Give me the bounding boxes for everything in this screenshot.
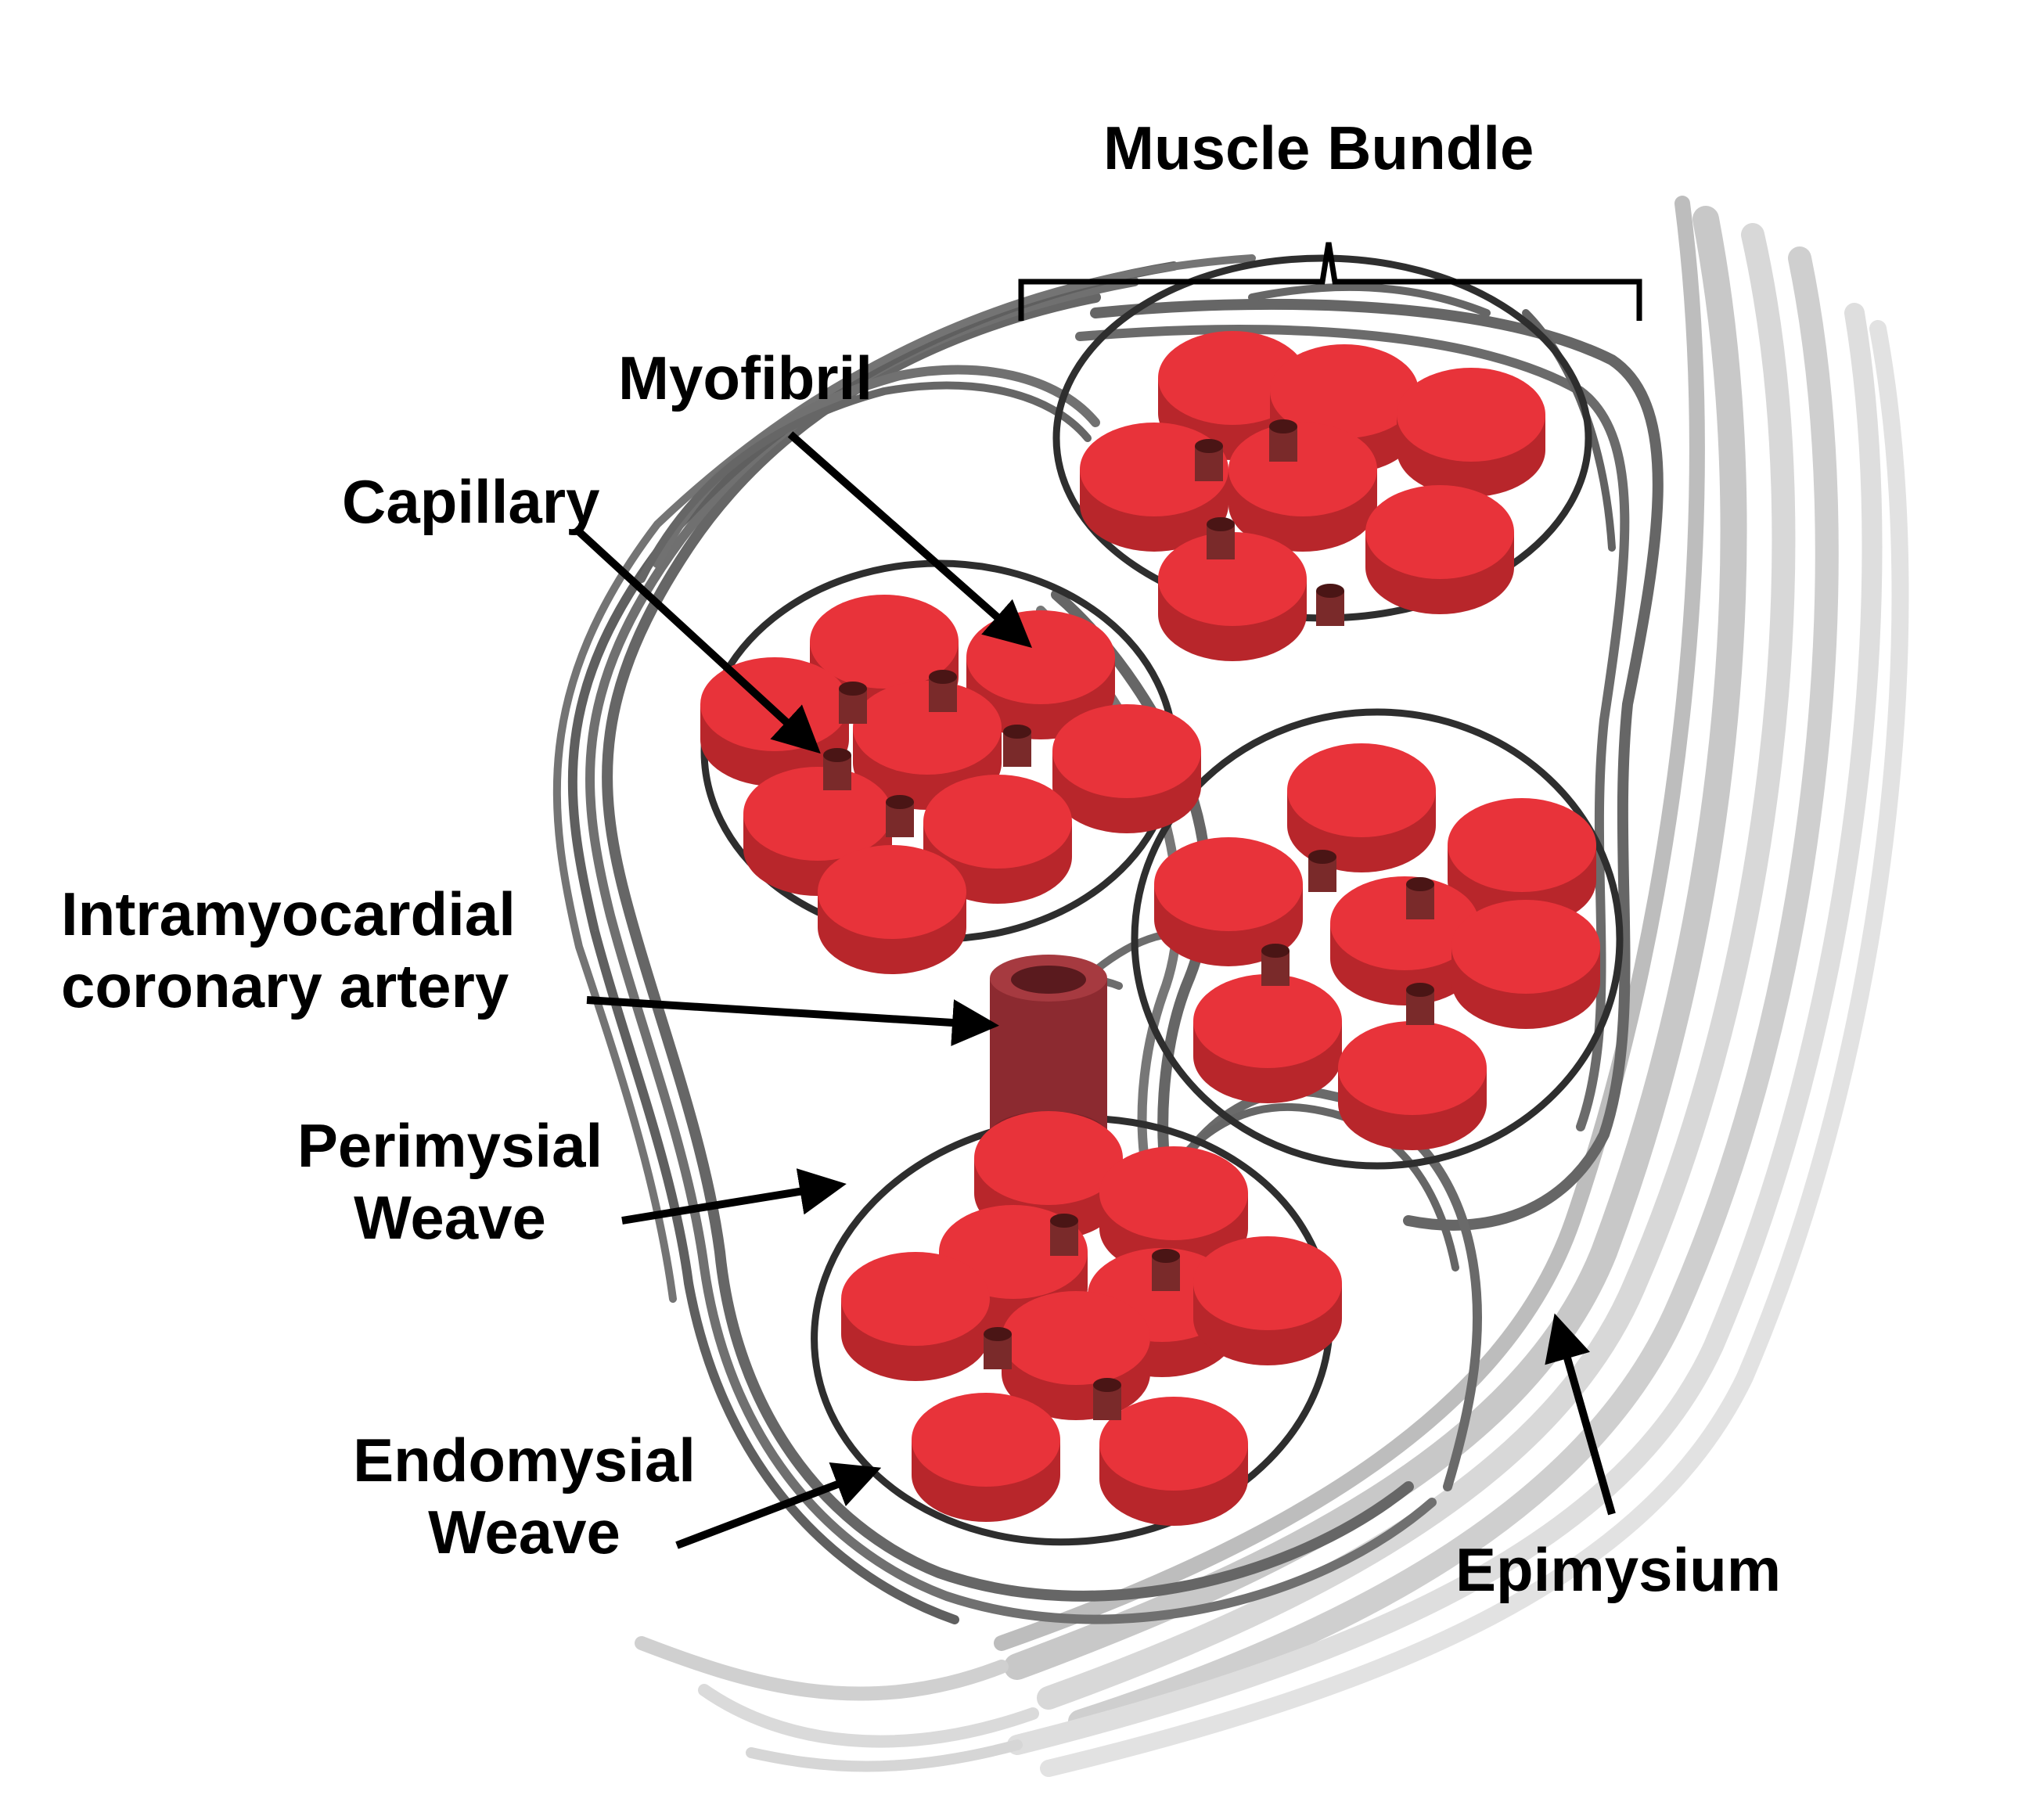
capillary-tube [1406,983,1434,1025]
capillary-tube [1093,1378,1121,1420]
artery-arrow [586,996,999,1046]
epimysium-label: Epimysium [1455,1535,1782,1604]
myofibril-cylinder [818,845,966,974]
myofibril-cylinder [1193,1236,1342,1365]
myofibril-cylinder [1330,876,1479,1005]
muscle-bundle-label: Muscle Bundle [1103,113,1534,182]
perimysial-label-line1: Perimysial [297,1111,603,1180]
myofibril-cylinder [841,1252,990,1381]
epimysium-arrow [1545,1313,1616,1516]
capillary-tube [984,1327,1012,1369]
capillary-tube [1269,419,1297,462]
capillaries [823,419,1434,1420]
capillary-tube [1406,877,1434,919]
myofibril-cylinder [1397,368,1545,497]
capillary-tube [886,795,914,837]
capillary-tube [823,748,851,790]
artery-label: Intramyocardial coronary artery [61,878,516,1022]
endomysial-weave-label: Endomysial Weave [321,1424,728,1568]
perimysial-weave-label: Perimysial Weave [278,1110,622,1253]
myofibril-cylinder [1158,532,1307,661]
capillary-tube [1050,1214,1078,1256]
endomysial-label-line1: Endomysial [353,1426,696,1494]
capillary-tube [1308,850,1336,892]
perimysial-label-line2: Weave [354,1183,546,1252]
capillary-tube [1207,517,1235,559]
capillary-tube [1261,944,1290,986]
myofibril-cylinder [1052,704,1201,833]
myofibril-cylinder [1451,900,1600,1029]
myofibril-cylinder [912,1393,1060,1522]
capillary-tube [929,670,957,712]
perimysial-arrow [621,1168,847,1225]
artery-label-line1: Intramyocardial [61,879,516,948]
myofibril-cylinder [1193,974,1342,1103]
myofibril-cylinder [1228,423,1377,552]
capillary-arrow [572,525,821,754]
capillary-tube [1152,1249,1180,1291]
myofibril-label: Myofibril [618,343,872,412]
capillary-tube [839,682,867,724]
myofibrils [700,331,1600,1526]
capillary-tube [1316,584,1344,626]
endomysial-label-line2: Weave [428,1498,621,1566]
myofibril-cylinder [1099,1397,1248,1526]
capillary-label: Capillary [342,467,600,536]
annotation-arrows [572,431,1616,1549]
myofibril-cylinder [1365,485,1514,614]
myofibril-cylinder [1287,743,1436,872]
myofibril-cylinder [1080,423,1228,552]
muscle-bundle-bracket [1018,242,1642,321]
myofibril-cylinder [1338,1021,1487,1150]
capillary-tube [1195,439,1223,481]
endomysial-arrow [675,1462,882,1549]
myofibril-arrow [787,431,1032,648]
artery-label-line2: coronary artery [61,951,509,1020]
capillary-tube [1003,725,1031,767]
